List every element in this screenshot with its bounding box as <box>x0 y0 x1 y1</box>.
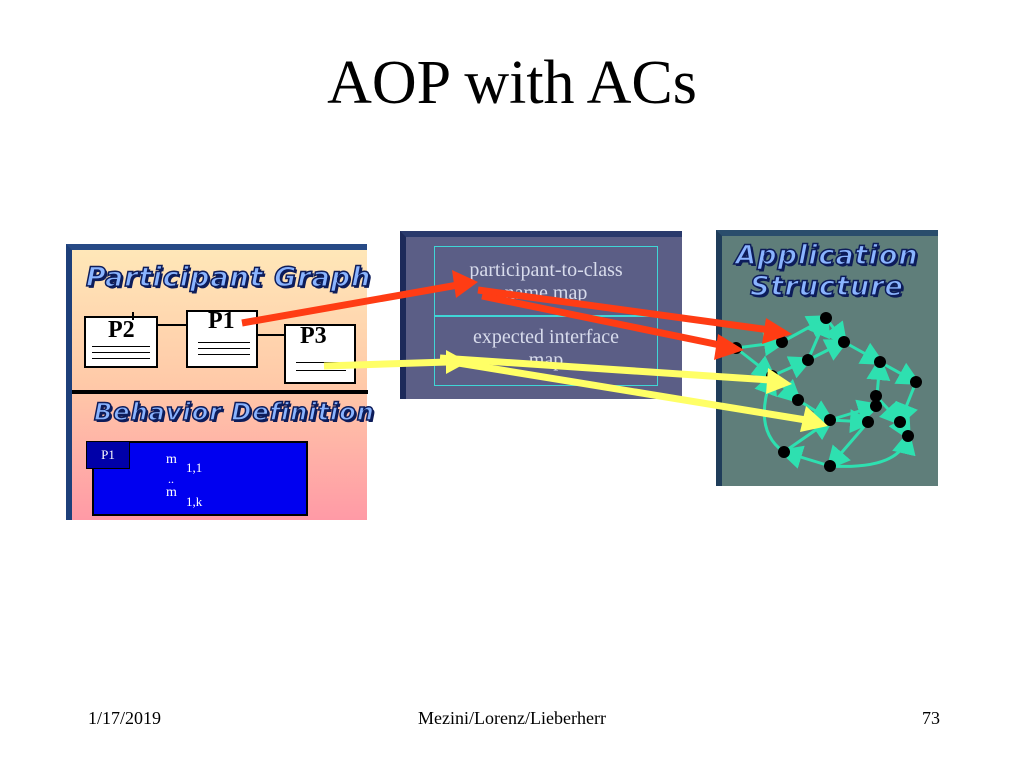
graph-node <box>902 430 914 442</box>
yellow-arrow-3-head <box>800 406 828 432</box>
panel-divider <box>72 390 368 394</box>
red-arrow-3-head <box>714 334 744 360</box>
yellow-arrow-2-head <box>766 368 792 394</box>
method-ellipsis: .. <box>168 472 174 486</box>
graph-node <box>792 394 804 406</box>
graph-node <box>802 354 814 366</box>
application-structure-title-line2: Structure <box>749 270 904 303</box>
graph-node <box>874 356 886 368</box>
graph-node <box>824 414 836 426</box>
slide-title: AOP with ACs <box>327 49 697 117</box>
participant-p2-box <box>84 316 158 368</box>
graph-node <box>820 312 832 324</box>
yellow-arrow-1 <box>323 358 449 370</box>
graph-node <box>910 376 922 388</box>
method-1-name: m <box>166 452 177 467</box>
graph-node <box>894 416 906 428</box>
participant-graph-title: Participant Graph <box>85 261 372 294</box>
graph-node <box>824 460 836 472</box>
footer-authors: Mezini/Lorenz/Lieberherr <box>418 708 606 728</box>
yellow-arrows <box>323 350 828 432</box>
graph-node <box>870 400 882 412</box>
red-arrow-3 <box>481 292 721 349</box>
red-arrow-1-head <box>452 270 478 298</box>
behavior-definition-title: Behavior Definition <box>93 397 375 427</box>
edge-p2-p1 <box>158 324 186 326</box>
edge-p2-marker <box>132 312 134 320</box>
method-2-name: m <box>166 485 177 500</box>
participant-p1-label: P1 <box>208 308 235 334</box>
graph-node <box>870 390 882 402</box>
graph-node <box>838 336 850 348</box>
participant-p2-label: P2 <box>108 317 135 343</box>
participant-to-class-label: participant-to-class <box>469 259 623 281</box>
red-arrow-2-head <box>762 318 792 344</box>
red-arrows <box>241 270 792 360</box>
participant-p3-box <box>284 324 356 384</box>
yellow-arrow-3 <box>439 356 807 424</box>
method-2-sub: 1,k <box>186 494 203 509</box>
edge-p1-p3 <box>258 334 284 336</box>
graph-node <box>862 416 874 428</box>
participant-p3-label: P3 <box>300 323 327 349</box>
page-number: 73 <box>922 708 940 728</box>
method-1-sub: 1,1 <box>186 460 203 475</box>
red-arrow-1 <box>241 281 459 327</box>
application-graph-nodes <box>730 312 922 472</box>
expected-interface-label: expected interface <box>472 326 619 348</box>
application-structure-title-line1: Application <box>735 239 919 272</box>
graph-node <box>778 446 790 458</box>
graph-node <box>776 336 788 348</box>
behavior-p1-tab: P1 <box>86 441 130 469</box>
footer-date: 1/17/2019 <box>88 708 162 728</box>
yellow-arrow-2 <box>439 354 771 384</box>
red-arrow-2 <box>477 286 771 334</box>
